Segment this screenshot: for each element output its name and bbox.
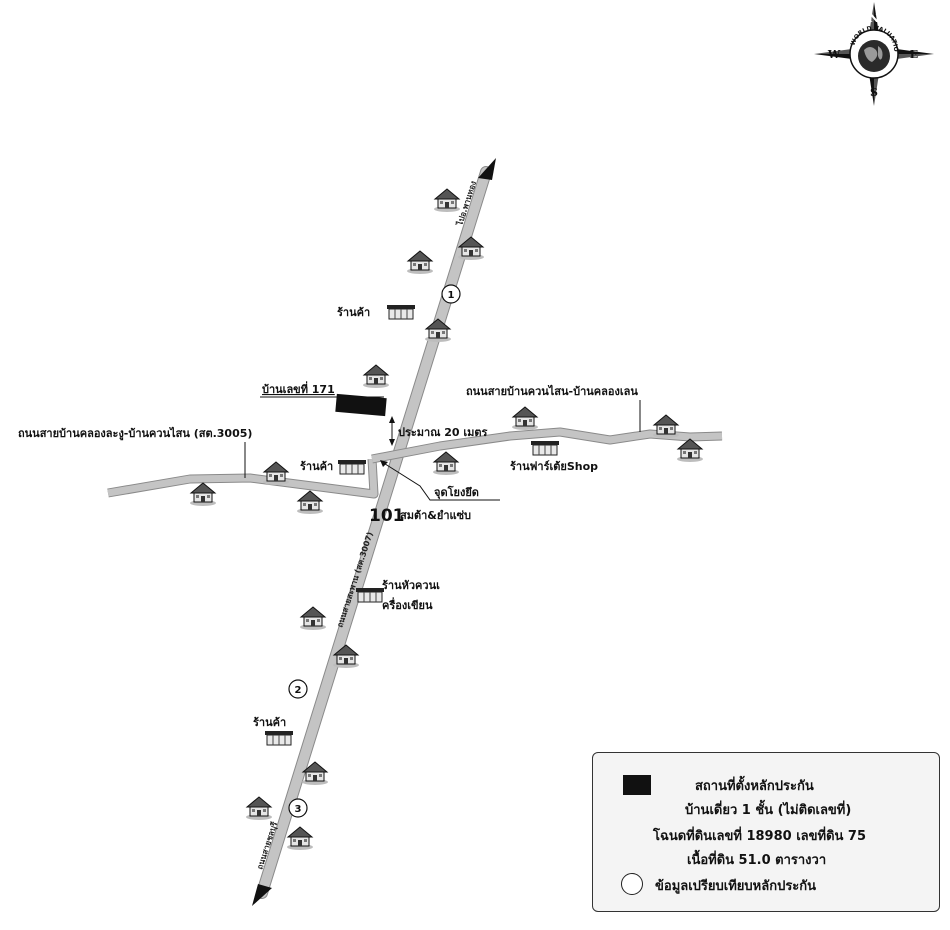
food-shop-icon: 101 [369, 506, 405, 526]
road-label-mid: ถนนสายสะพาน (สค.3007) [335, 531, 374, 629]
legend-line-3: โฉนดที่ดินเลขที่ 18980 เลขที่ดิน 75 [653, 829, 867, 844]
distance-arrow-bottom [389, 439, 395, 446]
pharmacy-label: ร้านฟาร์เต้ยShop [510, 460, 598, 473]
comparison-marker-1: 1 [441, 284, 461, 304]
east-road [371, 427, 723, 464]
west-road-name: ถนนสายบ้านคลองละงู-บ้านควนไสน (สต.3005) [18, 426, 252, 441]
shop-icon-3 [530, 440, 560, 456]
legend-comparison-circle [621, 873, 643, 895]
compass-north: N [869, 12, 879, 25]
comparison-marker-3: 3 [288, 798, 308, 818]
east-road-name: ถนนสายบ้านควนไสน-บ้านคลองเลน [466, 384, 638, 398]
house-number-label: บ้านเลขที่ 171 [262, 381, 335, 396]
distance-arrow-top [389, 416, 395, 423]
south-arrow-head [252, 884, 272, 906]
legend-line-5: ข้อมูลเปรียบเทียบหลักประกัน [655, 879, 817, 894]
reference-point-label: จุดโยงยึด [434, 485, 479, 500]
reference-arrow [380, 460, 388, 467]
hardware-label-1: ร้านหัวควนเ [382, 579, 440, 592]
shop-label-3: ร้านค้า [253, 716, 286, 729]
reference-leader [381, 461, 500, 501]
svg-text:3: 3 [295, 804, 302, 815]
distance-label: ประมาณ 20 เมตร [398, 426, 488, 439]
legend-box: สถานที่ตั้งหลักประกัน บ้านเดี่ยว 1 ชั้น … [592, 752, 940, 912]
shop-label-1: ร้านค้า [337, 306, 370, 319]
compass-south: S [870, 86, 878, 99]
shop-icon-1 [386, 304, 416, 320]
comparison-marker-2: 2 [288, 679, 308, 699]
shop-icon-4 [355, 587, 385, 603]
legend-property-swatch [623, 775, 651, 795]
compass-rose: N E S W WORLD VALUATION [814, 2, 934, 106]
property-marker [335, 393, 387, 417]
main-road [256, 166, 492, 899]
shop-label-2: ร้านค้า [300, 460, 333, 473]
svg-text:1: 1 [448, 290, 455, 301]
west-road [107, 458, 379, 499]
hardware-label-2: ครื่องเขียน [382, 597, 433, 612]
legend-line-1: สถานที่ตั้งหลักประกัน [695, 779, 814, 794]
svg-text:2: 2 [295, 685, 302, 696]
legend-line-2: บ้านเดี่ยว 1 ชั้น (ไม่ติดเลขที่) [685, 803, 852, 818]
compass-west: W [827, 48, 841, 61]
compass-east: E [910, 48, 918, 61]
north-arrow-head [478, 158, 496, 180]
shop-icon-2 [337, 459, 367, 475]
legend-line-4: เนื้อที่ดิน 51.0 ตารางวา [687, 853, 827, 868]
food-shop-label: สมต้า&ยำแซ่บ [400, 509, 471, 522]
shop-icon-5 [264, 730, 294, 746]
